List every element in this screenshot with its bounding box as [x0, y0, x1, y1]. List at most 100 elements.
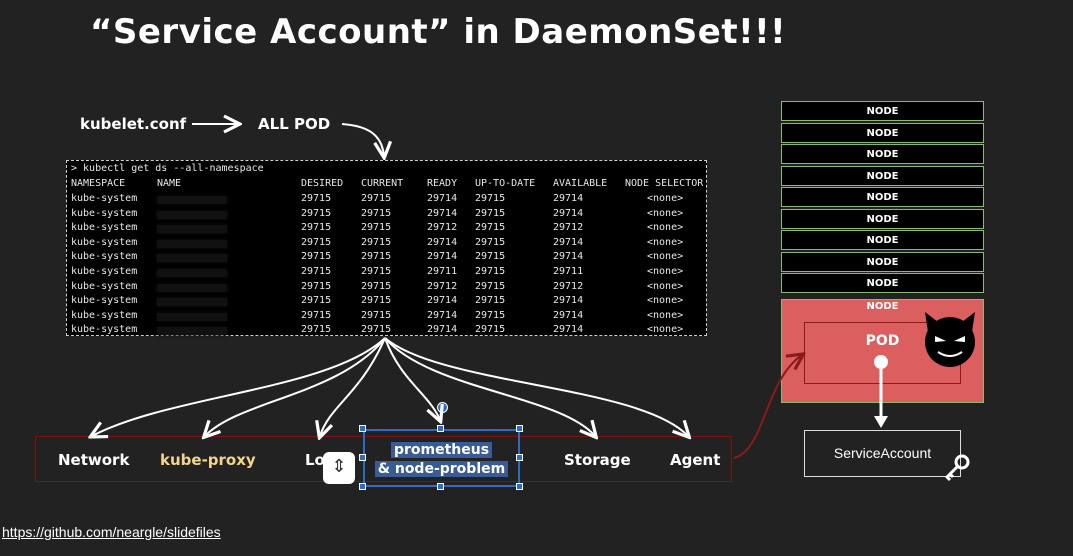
daemonset-components-band — [35, 436, 732, 482]
terminal-cell: 29714 — [553, 251, 584, 263]
node-box: NODE — [781, 101, 984, 121]
node-box: NODE — [781, 144, 984, 164]
terminal-cell: <none> — [647, 251, 684, 263]
terminal-cell: 29715 — [361, 251, 392, 263]
terminal-cell: 29715 — [301, 236, 332, 248]
pod-label: POD — [865, 333, 900, 349]
node-box: NODE — [781, 251, 984, 272]
terminal-cell: 29714 — [427, 324, 458, 336]
terminal-cell: 29715 — [361, 207, 392, 219]
node-box: NODE — [781, 187, 984, 207]
terminal-cell: 29712 — [553, 222, 584, 234]
terminal-cell: <none> — [647, 266, 684, 277]
terminal-cell: 29715 — [361, 193, 392, 204]
component-agent: Agent — [670, 451, 721, 469]
kubectl-terminal-output: > kubectl get ds --all-namespace NAMESPA… — [66, 160, 707, 336]
header-available: AVAILABLE — [553, 178, 608, 189]
header-ready: READY — [427, 178, 458, 189]
terminal-cell: <none> — [647, 324, 684, 336]
terminal-cell: 29715 — [361, 324, 392, 336]
service-account-box: ServiceAccount — [804, 430, 961, 477]
terminal-cell: 29715 — [361, 236, 392, 248]
terminal-cell: <none> — [647, 309, 684, 321]
terminal-cell: 29715 — [361, 222, 392, 234]
terminal-cell: 29715 — [301, 193, 332, 204]
resize-handle-icon[interactable]: ⇕ — [323, 452, 355, 484]
terminal-cell: 29715 — [475, 236, 506, 248]
terminal-cell: <none> — [647, 207, 684, 219]
component-kube-proxy: kube-proxy — [160, 451, 256, 469]
terminal-cell: 29711 — [427, 266, 458, 277]
devil-face-icon — [925, 312, 975, 367]
redacted-daemonset-name — [157, 225, 227, 234]
redacted-daemonset-name — [157, 210, 227, 219]
terminal-cell: 29715 — [475, 324, 506, 336]
header-namespace: NAMESPACE — [71, 178, 126, 189]
redacted-daemonset-name — [157, 312, 227, 321]
terminal-cell: 29714 — [427, 309, 458, 321]
resize-handle-top-right[interactable] — [516, 425, 523, 432]
terminal-cell: 29715 — [301, 266, 332, 277]
resize-handle-bottom-right[interactable] — [516, 483, 523, 490]
resize-handle-left[interactable] — [359, 454, 366, 461]
resize-handle-top-left[interactable] — [359, 425, 366, 432]
terminal-cell: 29712 — [427, 280, 458, 292]
terminal-cell: 29715 — [475, 251, 506, 263]
header-up-to-date: UP-TO-DATE — [475, 178, 536, 189]
arrow-to-agent — [384, 337, 688, 436]
redacted-daemonset-name — [157, 269, 227, 277]
terminal-cell: kube-system — [71, 295, 138, 307]
header-name: NAME — [157, 178, 182, 189]
terminal-cell: 29715 — [301, 280, 332, 292]
arrow-allpod-to-terminal — [341, 123, 384, 156]
terminal-cell: <none> — [647, 295, 684, 307]
resize-handle-right[interactable] — [516, 454, 523, 461]
kubelet-conf-label: kubelet.conf — [80, 115, 187, 133]
arrow-to-log — [320, 337, 386, 436]
terminal-cell: 29714 — [553, 207, 584, 219]
terminal-cell: 29715 — [361, 309, 392, 321]
terminal-cell: kube-system — [71, 280, 138, 292]
terminal-cell: 29712 — [553, 280, 584, 292]
terminal-cell: 29715 — [361, 295, 392, 307]
terminal-cell: 29714 — [553, 324, 584, 336]
terminal-cell: 29714 — [553, 295, 584, 307]
header-desired: DESIRED — [301, 178, 344, 189]
terminal-cell: 29715 — [475, 222, 506, 234]
terminal-cell: kube-system — [71, 222, 138, 234]
attack-arrow-to-pod — [733, 355, 802, 459]
resize-handle-bottom-left[interactable] — [359, 483, 366, 490]
terminal-cell: 29714 — [427, 251, 458, 263]
component-network: Network — [58, 451, 130, 469]
key-icon — [944, 454, 970, 482]
resize-handle-bottom[interactable] — [437, 483, 444, 490]
footer-github-link[interactable]: https://github.com/neargle/slidefiles — [2, 524, 221, 540]
arrow-to-network — [92, 337, 386, 436]
terminal-header-row: NAMESPACE NAME DESIRED CURRENT READY UP-… — [71, 178, 703, 192]
terminal-cell: 29714 — [553, 309, 584, 321]
terminal-cell: <none> — [647, 236, 684, 248]
terminal-cell: kube-system — [71, 251, 138, 263]
terminal-cell: 29715 — [475, 295, 506, 307]
terminal-cell: kube-system — [71, 207, 138, 219]
prometheus-line-1: prometheus — [390, 442, 493, 458]
terminal-cell: 29715 — [301, 295, 332, 307]
terminal-cell: 29715 — [301, 309, 332, 321]
terminal-cell: kube-system — [71, 236, 138, 248]
node-box: NODE — [781, 122, 984, 143]
terminal-cell: <none> — [647, 193, 684, 204]
redacted-daemonset-name — [157, 254, 227, 263]
arrow-to-prometheus — [384, 337, 440, 420]
terminal-cell: kube-system — [71, 193, 138, 204]
resize-handle-top[interactable] — [437, 425, 444, 432]
